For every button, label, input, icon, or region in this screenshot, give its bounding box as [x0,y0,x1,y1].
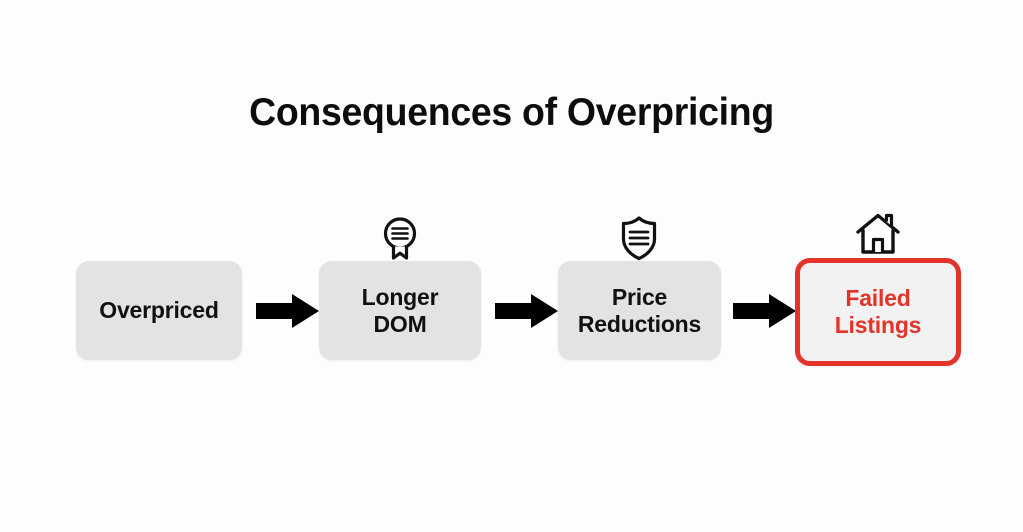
page-title: Consequences of Overpricing [249,91,774,134]
flow-node-label: Longer DOM [361,283,439,337]
arrow-right-icon [256,294,319,328]
shield-lines-icon [616,215,662,261]
flow-node-failed-listings[interactable]: Failed Listings [795,258,961,366]
house-icon [855,211,901,257]
flow-node-label: Price Reductions [577,283,702,337]
flow-node-label: Overpriced [99,297,219,324]
process-flow-diagram: Overpriced Longer DOM P [60,213,970,373]
flow-node-price-reductions[interactable]: Price Reductions [558,261,721,360]
flow-node-overpriced[interactable]: Overpriced [76,261,242,360]
arrow-right-icon [733,294,796,328]
arrow-right-icon [495,294,558,328]
badge-lines-icon [377,215,423,261]
flow-node-label: Failed Listings [834,285,922,338]
flow-node-longer-dom[interactable]: Longer DOM [319,261,481,360]
